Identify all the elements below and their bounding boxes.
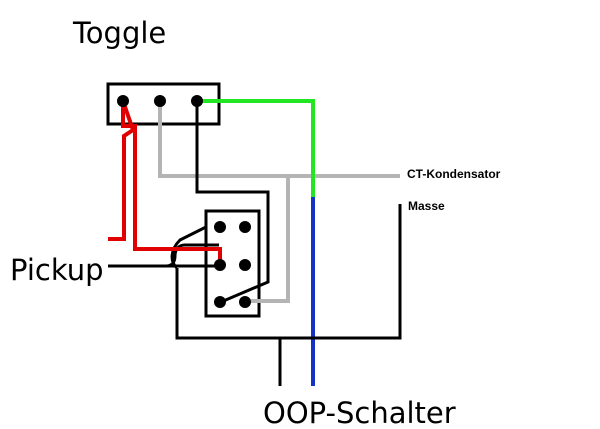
switch-terminal <box>239 221 251 233</box>
label-ct-kondensator: CT-Kondensator <box>407 167 501 181</box>
label-oop-schalter: OOP-Schalter <box>263 396 456 429</box>
gray-wire-ct <box>158 102 400 178</box>
label-toggle: Toggle <box>72 16 166 50</box>
black-wire-toggle <box>195 101 270 304</box>
switch-terminal <box>214 259 226 271</box>
black-wire-masse <box>175 204 402 340</box>
switch-terminal <box>239 259 251 271</box>
toggle-terminal-left <box>117 95 129 107</box>
label-masse: Masse <box>408 199 445 213</box>
gray-wire-switch <box>249 176 290 303</box>
switch-terminal <box>214 221 226 233</box>
green-wire <box>197 99 315 197</box>
toggle-terminal-middle <box>154 95 166 107</box>
label-pickup: Pickup <box>10 253 104 287</box>
red-wire-2 <box>108 100 136 241</box>
toggle-box <box>106 82 221 126</box>
oop-switch-box <box>204 209 261 318</box>
red-wire <box>121 101 222 264</box>
pickup-wire-hop <box>170 225 207 270</box>
toggle-terminal-right <box>191 95 203 107</box>
switch-terminal <box>214 296 226 308</box>
switch-terminal <box>239 296 251 308</box>
